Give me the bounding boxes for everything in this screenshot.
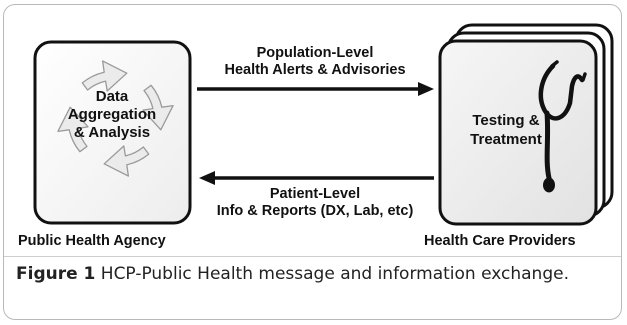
figure-caption-text: HCP-Public Health message and informatio… <box>100 264 569 284</box>
top-arrow-label-line: Population-Level <box>256 45 374 61</box>
bottom-arrow <box>199 171 434 185</box>
cycle-arrow-segment-4 <box>57 106 89 153</box>
health-care-providers-caption: Health Care Providers <box>424 233 576 249</box>
left-box-label-line: & Analysis <box>73 124 151 141</box>
figure-caption: Figure 1 HCP-Public Health message and i… <box>16 262 612 287</box>
right-box-label: Testing & Treatment <box>456 111 556 149</box>
stethoscope-stem <box>544 110 552 181</box>
bottom-arrow-label-line: Info & Reports (DX, Lab, etc) <box>216 203 414 219</box>
figure-caption-label: Figure 1 <box>16 264 96 284</box>
top-arrow-label: Population-Level Health Alerts & Advisor… <box>195 45 435 79</box>
health-care-providers-stack <box>438 23 614 226</box>
bottom-arrow-label-line: Patient-Level <box>269 186 361 202</box>
bottom-arrow-label: Patient-Level Info & Reports (DX, Lab, e… <box>190 186 440 220</box>
top-arrow <box>197 82 434 96</box>
right-box-label-line: Treatment <box>470 131 542 148</box>
circular-arrows-cycle-icon <box>57 60 174 177</box>
left-box-label-line: Aggregation <box>67 106 157 123</box>
stethoscope-icon <box>538 60 587 193</box>
left-box-label-line: Data <box>95 88 129 105</box>
health-care-providers-box <box>438 39 598 226</box>
stethoscope-chestpiece <box>543 177 555 193</box>
right-box-label-line: Testing & <box>472 112 540 129</box>
cycle-arrow-segment-3 <box>103 145 150 177</box>
stethoscope-tube <box>538 63 585 121</box>
caption-divider <box>4 256 621 257</box>
stethoscope-earpiece <box>581 72 587 82</box>
stethoscope-earpiece <box>550 60 559 68</box>
cycle-arrow-segment-1 <box>81 60 128 92</box>
left-box-label: Data Aggregation & Analysis <box>66 88 158 142</box>
public-health-agency-caption: Public Health Agency <box>18 233 166 249</box>
cycle-arrow-segment-2 <box>142 84 174 131</box>
top-arrow-label-line: Health Alerts & Advisories <box>224 62 406 78</box>
